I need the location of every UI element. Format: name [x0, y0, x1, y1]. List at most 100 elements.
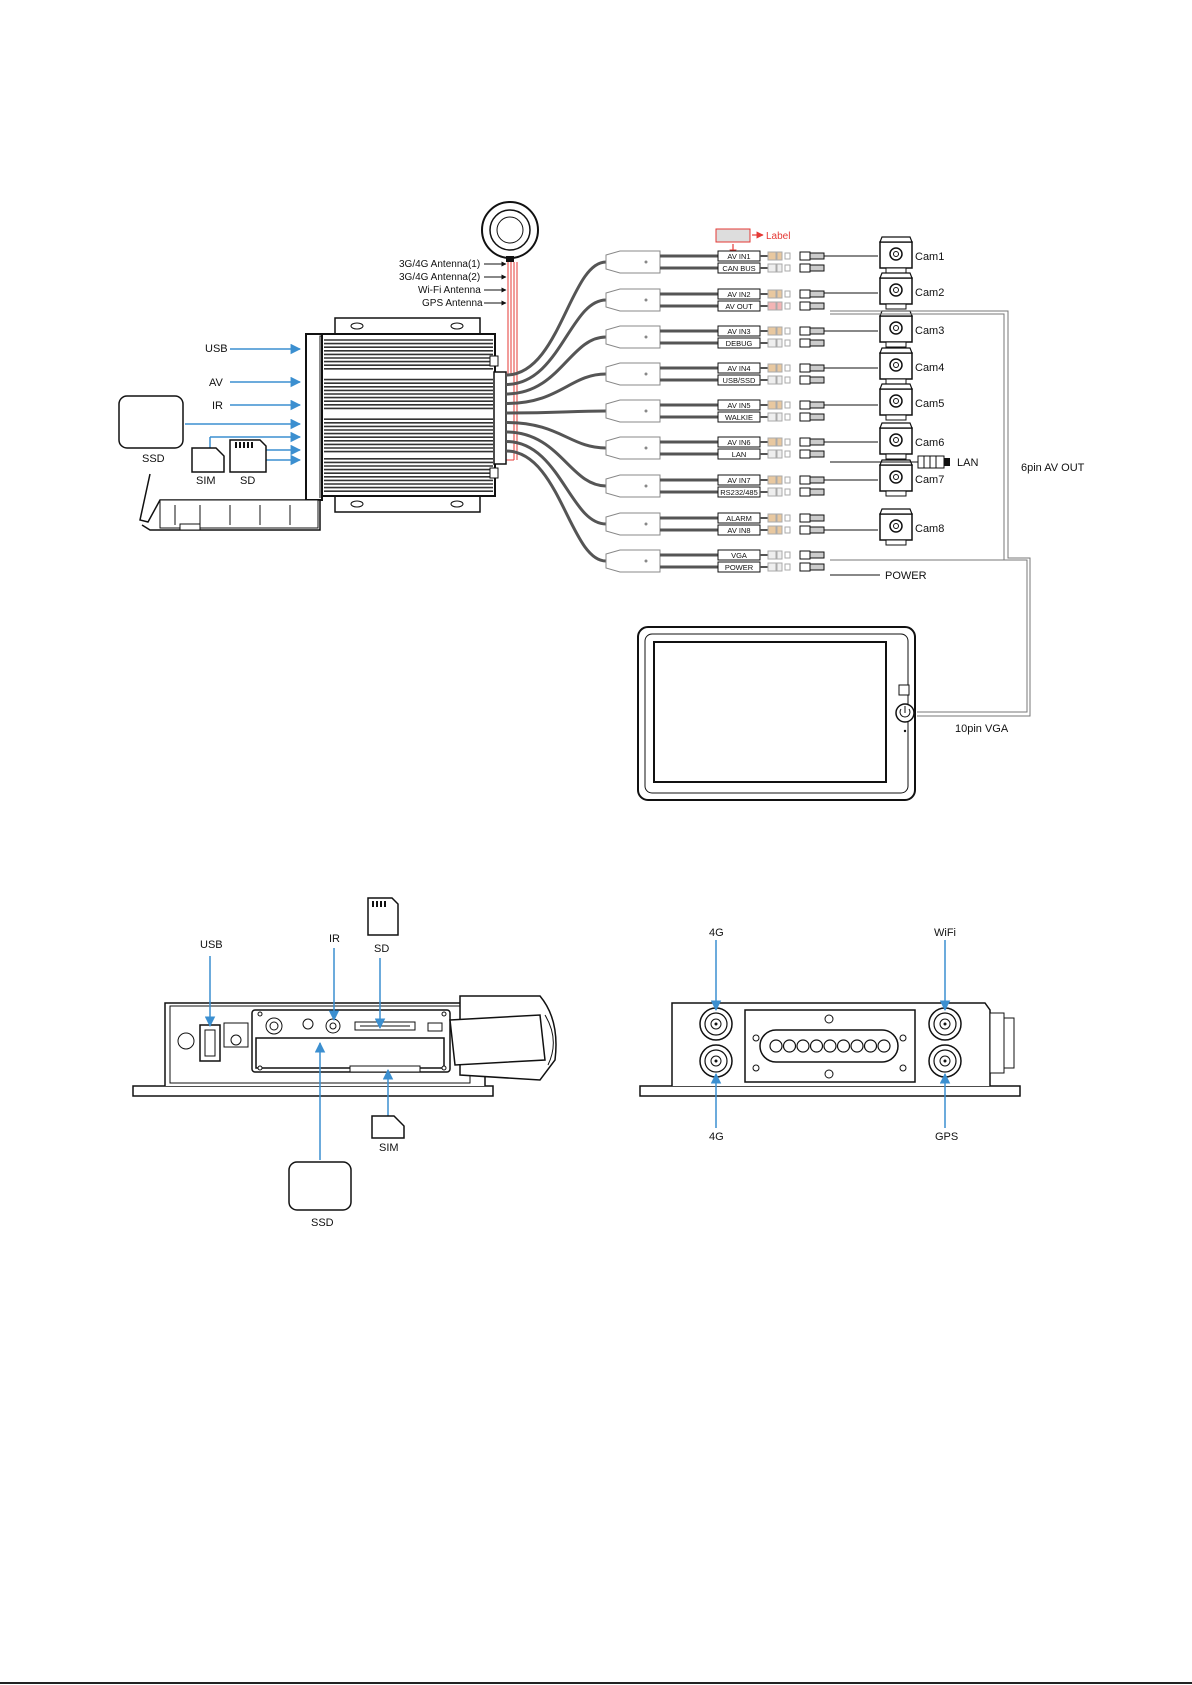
camera: Cam3 — [824, 310, 944, 348]
mating-plug — [799, 412, 811, 422]
front-ir-label: IR — [329, 933, 340, 945]
plug-body — [767, 400, 777, 410]
mating-plug — [799, 400, 811, 410]
harness-connector — [605, 250, 661, 274]
mating-plug — [809, 476, 825, 484]
antenna-label-3: Wi-Fi Antenna — [418, 285, 481, 296]
mating-plug — [799, 475, 811, 485]
harness-cable — [505, 421, 607, 450]
front-sd-icon — [367, 897, 399, 936]
plug-body — [767, 412, 777, 422]
vga-label: 10pin VGA — [955, 723, 1009, 735]
antenna-connector-icon — [699, 1044, 733, 1078]
mating-plug — [809, 563, 825, 571]
camera: Cam1 — [824, 236, 944, 274]
camera-lens-icon — [893, 362, 899, 368]
camera-lens-icon — [893, 251, 899, 257]
camera-hood — [879, 422, 913, 429]
av-out-cable — [830, 310, 1031, 717]
rear-panel-arrows — [710, 940, 951, 1128]
plug-tip — [784, 526, 791, 534]
plug-tip — [784, 413, 791, 421]
mating-plug — [799, 375, 811, 385]
port-label: AV IN2 — [727, 290, 750, 299]
lan-connector — [830, 455, 950, 469]
dvr-top-view — [321, 317, 507, 513]
camera-mount — [885, 539, 907, 546]
front-usb-label: USB — [200, 939, 223, 951]
camera-label: Cam1 — [915, 251, 944, 263]
mating-plug — [809, 339, 825, 347]
camera: Cam2 — [824, 272, 944, 310]
mating-plug — [809, 264, 825, 272]
plug-body — [767, 562, 777, 572]
camera-label: Cam5 — [915, 398, 944, 410]
camera-mount — [885, 414, 907, 421]
lan-label: LAN — [957, 457, 978, 469]
mating-plug — [809, 290, 825, 298]
antenna-label-4: GPS Antenna — [422, 298, 483, 309]
port-label: AV IN1 — [727, 252, 750, 261]
plug-tip — [784, 364, 791, 372]
harness-cable — [505, 298, 607, 386]
plug-body — [767, 475, 777, 485]
mating-plug — [809, 526, 825, 534]
harness-cable — [505, 449, 607, 563]
mating-plug — [799, 363, 811, 373]
harness-cable — [505, 440, 607, 526]
front-sim-icon — [371, 1115, 405, 1139]
plug-tip — [784, 376, 791, 384]
rear-pin — [836, 1039, 851, 1053]
plug-body — [776, 326, 783, 336]
front-ssd-icon — [288, 1161, 352, 1211]
mating-plug — [809, 327, 825, 335]
mating-plug — [809, 514, 825, 522]
sim-label: SIM — [196, 475, 216, 487]
rear-pin — [796, 1039, 810, 1053]
port-label: RS232/485 — [720, 488, 758, 497]
mating-plug — [799, 326, 811, 336]
sim-card-icon — [191, 447, 225, 473]
antenna-connector-icon — [928, 1007, 962, 1041]
camera-hood — [879, 272, 913, 279]
harness-cable — [505, 335, 607, 396]
rear-wifi-label: WiFi — [934, 927, 956, 939]
camera-mount — [885, 490, 907, 497]
plug-body — [767, 550, 777, 560]
mating-plug — [809, 551, 825, 559]
sd-label: SD — [240, 475, 255, 487]
connector-dot — [644, 446, 648, 450]
port-label: AV IN5 — [727, 401, 750, 410]
monitor — [637, 626, 916, 801]
antenna-label-list: 3G/4G Antenna(1) 3G/4G Antenna(2) Wi-Fi … — [399, 259, 507, 309]
label-callout-text: Label — [766, 231, 790, 242]
mating-plug — [799, 301, 811, 311]
connector-dot — [644, 522, 648, 526]
mating-plug — [809, 364, 825, 372]
mating-plug — [799, 562, 811, 572]
plug-body — [776, 525, 783, 535]
left-port-arrows — [185, 343, 302, 466]
antenna-connector-icon — [699, 1007, 733, 1041]
camera-lens-icon — [893, 437, 899, 443]
connector-dot — [644, 298, 648, 302]
port-label-av: AV — [209, 377, 224, 389]
camera-hood — [879, 508, 913, 515]
port-label: AV IN8 — [727, 526, 750, 535]
rear-pin — [877, 1039, 891, 1053]
ssd-label: SSD — [142, 453, 165, 465]
port-label: AV OUT — [725, 302, 753, 311]
camera-hood — [879, 347, 913, 354]
plug-tip — [784, 339, 791, 347]
mating-plug — [799, 449, 811, 459]
mating-plug — [809, 413, 825, 421]
harness-connector — [605, 288, 661, 312]
camera-lens-icon — [893, 474, 899, 480]
